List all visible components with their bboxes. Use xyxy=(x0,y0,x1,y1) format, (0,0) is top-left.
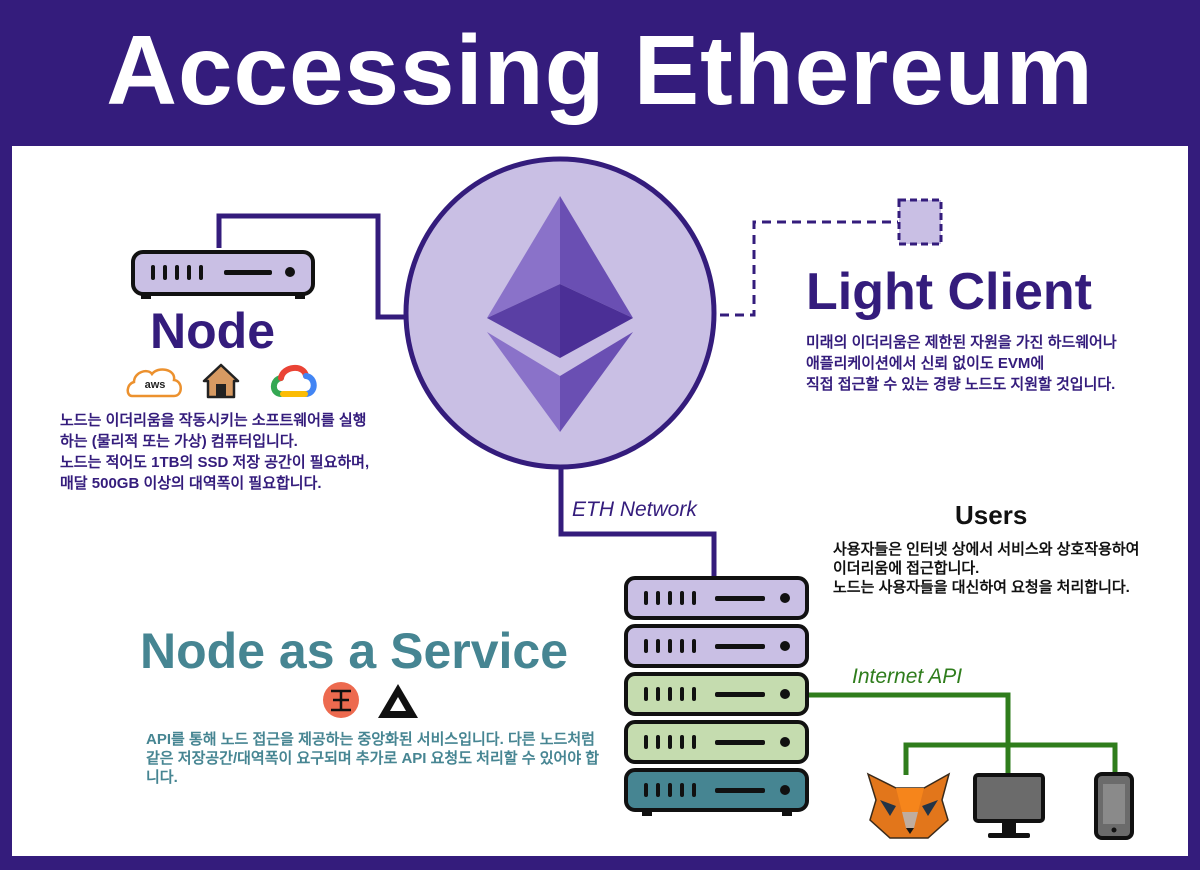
server-rack xyxy=(624,576,809,816)
eth-network-label: ETH Network xyxy=(572,498,697,521)
node-connector-line xyxy=(216,213,412,320)
node-as-a-service-heading: Node as a Service xyxy=(140,623,569,679)
ethereum-logo-icon xyxy=(487,196,633,432)
users-description: 사용자들은 인터넷 상에서 서비스와 상호작용하여 이더리움에 접근합니다. 노… xyxy=(833,541,1140,596)
light-client-dashed-line xyxy=(720,220,898,317)
aws-icon: aws xyxy=(126,368,182,398)
node-description: 노드는 이더리움을 작동시키는 소프트웨어를 실행 하는 (물리적 또는 가상)… xyxy=(60,412,370,492)
node-as-a-service-description: API를 통해 노드 접근을 제공하는 중앙화된 서비스입니다. 다른 노드처럼… xyxy=(146,731,600,786)
users-heading: Users xyxy=(955,500,1028,530)
server-unit xyxy=(624,720,809,764)
server-unit xyxy=(624,624,809,668)
ethereum-network-circle xyxy=(403,156,717,470)
node-server-icon xyxy=(131,250,315,299)
metamask-fox-icon xyxy=(866,772,951,839)
google-cloud-icon xyxy=(270,365,317,397)
server-unit xyxy=(624,576,809,620)
light-client-device xyxy=(897,198,943,246)
node-heading: Node xyxy=(150,303,275,359)
infura-icon xyxy=(323,682,359,718)
light-client-heading: Light Client xyxy=(806,263,1092,321)
svg-text:aws: aws xyxy=(145,379,166,391)
home-icon xyxy=(202,363,240,399)
light-client-description: 미래의 이더리움은 제한된 자원을 가진 하드웨어나 애플리케이션에서 신뢰 없… xyxy=(806,334,1117,393)
mobile-phone-icon xyxy=(1094,772,1134,840)
internet-api-line xyxy=(808,692,1118,775)
page-title: Accessing Ethereum xyxy=(106,15,1094,125)
eth-network-line xyxy=(558,460,717,578)
desktop-monitor-icon xyxy=(973,773,1045,838)
alchemy-icon xyxy=(378,684,418,718)
server-unit xyxy=(624,672,809,716)
server-unit xyxy=(624,768,809,816)
internet-api-label: Internet API xyxy=(852,665,963,688)
